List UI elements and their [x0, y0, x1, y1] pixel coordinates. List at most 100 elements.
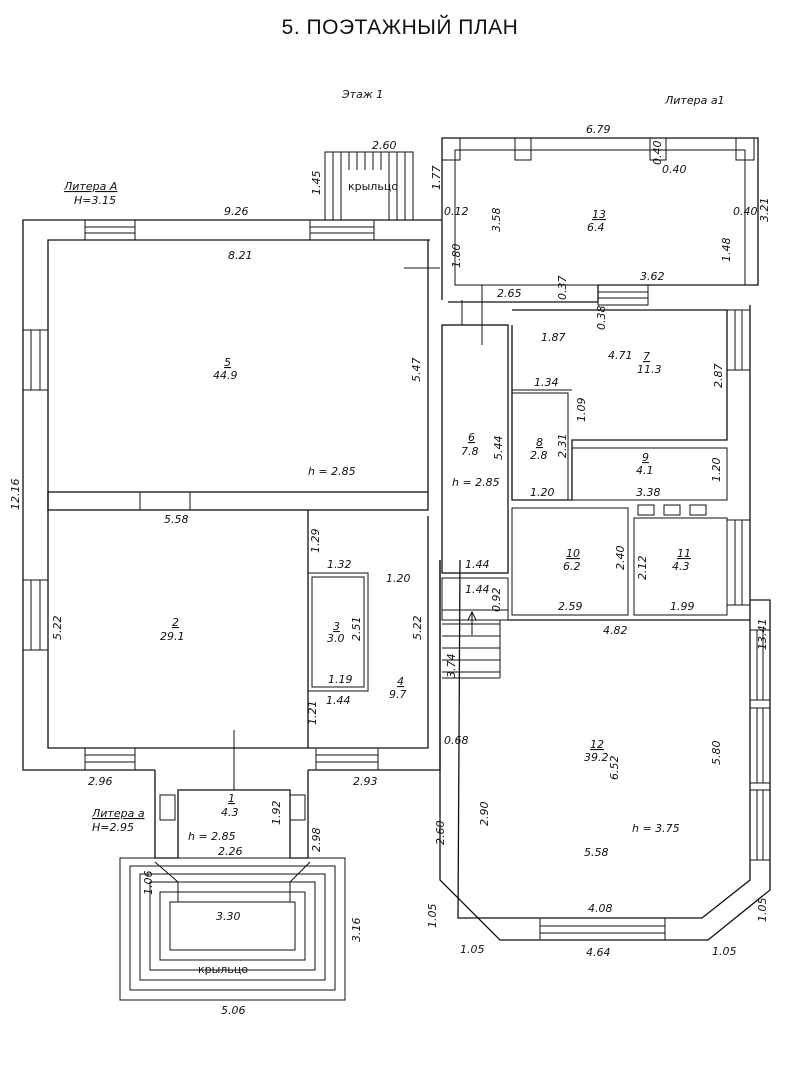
room-number: 2	[172, 616, 179, 629]
dimension-label: 1.05	[426, 904, 439, 929]
floor-label: Этаж 1	[341, 88, 383, 101]
dimension-label: 3.38	[636, 486, 661, 499]
dimension-label: 2.31	[556, 434, 569, 459]
room-number: 13	[592, 208, 606, 221]
room-number: 4	[397, 675, 404, 688]
room-area: 3.0	[327, 632, 345, 645]
dimension-label: 2.12	[636, 556, 649, 581]
bottom-entrance	[119, 770, 346, 1001]
dimension-label: 2.87	[712, 364, 725, 389]
room-area: 6.4	[587, 221, 605, 234]
room-area: 4.1	[636, 464, 654, 477]
dimension-label: 4.64	[586, 946, 611, 959]
dimension-label: 1.09	[575, 398, 588, 423]
dimension-label: 6.52	[608, 756, 621, 781]
dimension-label: 1.29	[309, 529, 322, 554]
room-2: 229.1	[160, 616, 185, 643]
room-number: 1	[228, 792, 235, 805]
dimension-label: 2.98	[310, 828, 323, 853]
dimension-label: 1.45	[310, 171, 323, 196]
dimension-label: 1.44	[465, 583, 490, 596]
dimension-label: 1.48	[720, 238, 733, 263]
dimension-label: 5.47	[410, 358, 423, 383]
litera-A-height: Н=3.15	[74, 194, 116, 207]
room-number: 7	[643, 350, 650, 363]
litera-a-height: Н=2.95	[92, 821, 134, 834]
room-area: 11.3	[637, 363, 662, 376]
room-8: 82.8	[530, 436, 548, 462]
dimension-label: 5.58	[164, 513, 189, 526]
dimension-label: 1.21	[306, 701, 319, 726]
room-number: 6	[468, 431, 475, 444]
room-area: 4.3	[221, 806, 239, 819]
dimension-label: 4.71	[608, 349, 633, 362]
dimension-label: 3.21	[758, 198, 771, 223]
page-title: 5. ПОЭТАЖНЫЙ ПЛАН	[281, 16, 519, 39]
room-11: 114.3	[672, 547, 691, 573]
dimension-label: 1.34	[534, 376, 559, 389]
dimension-label: 2.93	[353, 775, 378, 788]
litera-a1-label: Литера а1	[664, 94, 725, 107]
room-area: 9.7	[389, 688, 407, 701]
dimension-label: 0.40	[733, 205, 758, 218]
dimension-label: 3.16	[350, 918, 363, 943]
dimension-label: 1.20	[530, 486, 555, 499]
room-area: 4.3	[672, 560, 690, 573]
dimension-label: 8.21	[228, 249, 253, 262]
litera-A-label: Литера А	[63, 180, 117, 193]
litera-a-label: Литера а	[91, 807, 145, 820]
dimension-label: 5.58	[584, 846, 609, 859]
dimension-label: 2.90	[478, 802, 491, 827]
dimension-label: 1.80	[450, 244, 463, 269]
porch-label-bottom: крыльцо	[198, 963, 248, 976]
height-label: h = 3.75	[632, 822, 680, 835]
dimension-label: 1.87	[541, 331, 566, 344]
dimension-label: 1.05	[756, 898, 769, 923]
dimension-label: 0.40	[662, 163, 687, 176]
dimension-label: 13.41	[756, 619, 769, 651]
room-13: 136.4	[587, 208, 606, 234]
dimension-label: 5.44	[492, 436, 505, 461]
dimension-label: 1.06	[142, 871, 155, 896]
dimension-label: 2.26	[218, 845, 243, 858]
windows-litera-a1	[539, 284, 771, 941]
dimension-label: 3.58	[490, 208, 503, 233]
dimension-label: 0.40	[651, 141, 664, 166]
room-number: 9	[642, 451, 649, 464]
room-3: 33.0	[327, 620, 345, 645]
dimension-label: 6.79	[586, 123, 611, 136]
dimension-label: 5.22	[51, 616, 64, 641]
dimension-label: 12.16	[9, 479, 22, 511]
dimension-label: 2.51	[350, 617, 363, 642]
height-label: h = 2.85	[452, 476, 500, 489]
dimension-label: 1.44	[326, 694, 351, 707]
height-label: h = 2.85	[308, 465, 356, 478]
room-10: 106.2	[563, 547, 581, 573]
top-porch	[324, 151, 414, 221]
dimension-label: 0.37	[556, 276, 569, 301]
dimension-labels-vertical: 1.45 1.77 0.40 3.58 3.21 1.80 1.48 0.37 …	[9, 141, 771, 943]
dimension-label: 1.20	[710, 458, 723, 483]
dimension-label: 1.05	[712, 945, 737, 958]
dimension-label: 4.82	[603, 624, 628, 637]
room-6: 67.8	[461, 431, 479, 458]
dimension-label: 0.12	[444, 205, 469, 218]
dimension-label: 2.60	[372, 139, 397, 152]
dimension-label: 4.08	[588, 902, 613, 915]
room-1: 14.3	[221, 792, 239, 819]
room-7: 711.3	[637, 350, 662, 376]
dimension-label: 5.80	[710, 741, 723, 766]
room-9: 94.1	[636, 451, 654, 477]
room-number: 11	[677, 547, 691, 560]
room-number: 12	[590, 738, 604, 751]
staircase	[442, 609, 508, 679]
height-label: h = 2.85	[188, 830, 236, 843]
dimension-label: 1.05	[460, 943, 485, 956]
room-number: 10	[566, 547, 580, 560]
dimension-label: 1.32	[327, 558, 352, 571]
dimension-label: 3.30	[216, 910, 241, 923]
room-area: 6.2	[563, 560, 581, 573]
dimension-label: 2.65	[497, 287, 522, 300]
